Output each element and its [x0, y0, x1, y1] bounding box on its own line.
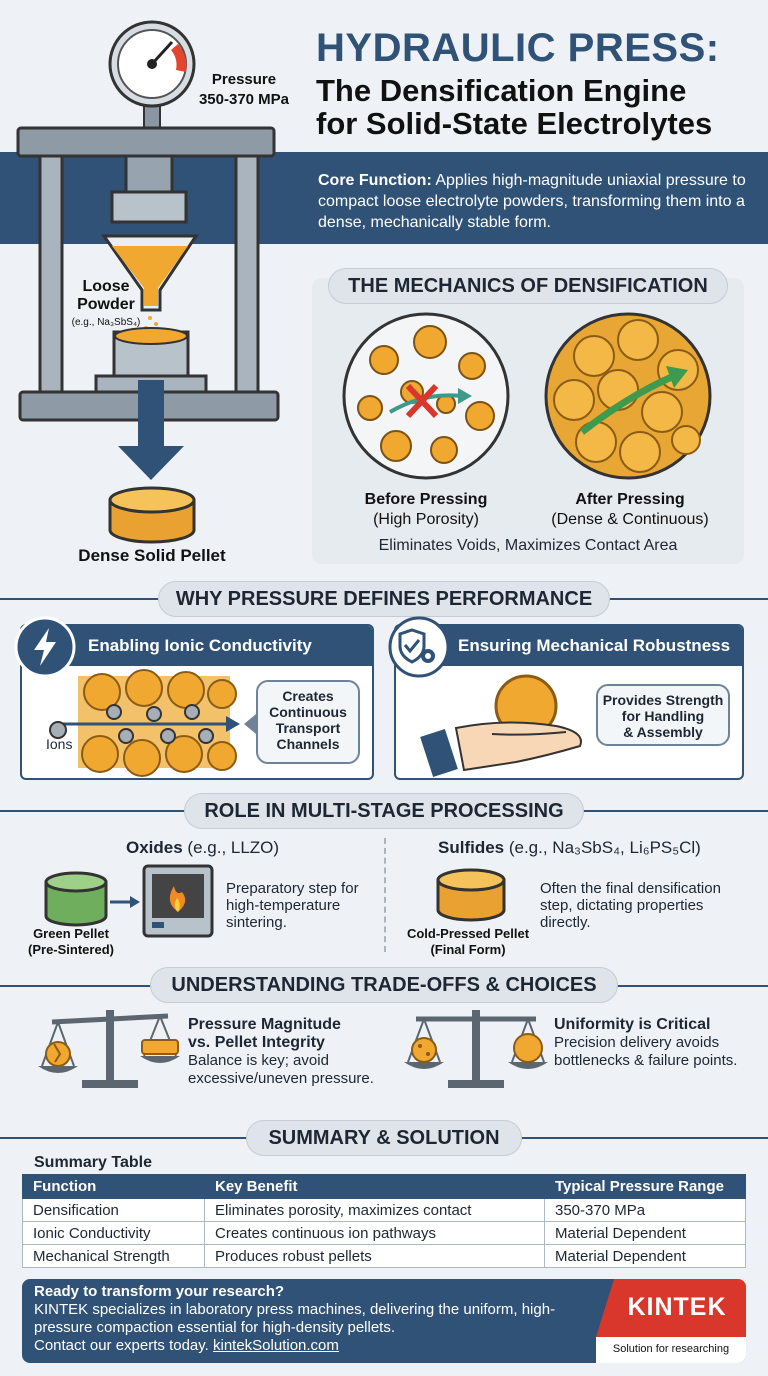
cta-text: Ready to transform your research? KINTEK… [34, 1283, 556, 1354]
hand-holding-pellet-illustration [420, 674, 582, 777]
ion-channel-illustration [49, 669, 256, 777]
shield-gear-icon [388, 616, 450, 678]
mechanical-robustness-title: Ensuring Mechanical Robustness [396, 626, 742, 666]
dense-pellet-icon [108, 486, 196, 544]
performance-heading: WHY PRESSURE DEFINES PERFORMANCE [158, 581, 610, 617]
table-cell: Mechanical Strength [22, 1244, 205, 1268]
after-pressing-icon [544, 312, 712, 480]
table-cell: 350-370 MPa [544, 1198, 746, 1222]
summary-heading: SUMMARY & SOLUTION [246, 1120, 522, 1156]
table-row: Mechanical Strength Produces robust pell… [22, 1244, 746, 1268]
table-row: Ionic Conductivity Creates continuous io… [22, 1221, 746, 1245]
sulfides-title: Sulfides (e.g., Na₃SbS₄, Li₆PS₅Cl) [438, 838, 701, 857]
dense-pellet-label: Dense Solid Pellet [78, 546, 226, 565]
balance-scale-icon [38, 1010, 180, 1088]
oxides-title: Oxides (e.g., LLZO) [126, 838, 280, 857]
table-header-row: Function Key Benefit Typical Pressure Ra… [22, 1174, 746, 1199]
core-function-text: Core Function: Applies high-magnitude un… [318, 172, 746, 231]
loose-powder-label: Loose Powder (e.g., Na₃SbS₄) [71, 278, 141, 328]
pressure-label: Pressure 350-370 MPa [198, 71, 290, 108]
column-header: Key Benefit [204, 1174, 545, 1199]
table-cell: Produces robust pellets [204, 1244, 545, 1268]
table-cell: Densification [22, 1198, 205, 1222]
before-pressing-label: Before Pressing (High Porosity) [364, 491, 488, 528]
oxides-process-illustration [44, 864, 214, 938]
pressure-gauge-icon [108, 20, 196, 131]
strength-callout: Provides Strength for Handling & Assembl… [596, 684, 730, 746]
oxides-text: Preparatory step for high-temperature si… [226, 880, 359, 931]
ionic-conductivity-card: Enabling Ionic Conductivity Ions Creates… [20, 624, 374, 780]
table-cell: Ionic Conductivity [22, 1221, 205, 1245]
lightning-icon [14, 616, 76, 678]
table-cell: Material Dependent [544, 1244, 746, 1268]
summary-table: Function Key Benefit Typical Pressure Ra… [22, 1174, 746, 1268]
brand-name: KINTEK [627, 1293, 727, 1321]
summary-table-title: Summary Table [34, 1154, 152, 1171]
table-row: Densification Eliminates porosity, maxim… [22, 1198, 746, 1222]
furnace-icon [142, 864, 214, 938]
website-link[interactable]: kintekSolution.com [212, 1337, 339, 1354]
green-pellet-icon [44, 871, 108, 927]
table-cell: Material Dependent [544, 1221, 746, 1245]
ions-label: Ions [46, 736, 73, 752]
ionic-conductivity-title: Enabling Ionic Conductivity [22, 626, 372, 666]
hydraulic-press-illustration [16, 20, 280, 544]
after-pressing-label: After Pressing (Dense & Continuous) [551, 491, 709, 528]
brand-tagline: Solution for researching [612, 1343, 730, 1355]
uniformity-block: Uniformity is Critical Precision deliver… [554, 1016, 738, 1069]
brand-block: KINTEK Solution for researching [596, 1279, 746, 1363]
sulfides-text: Often the final densification step, dict… [540, 880, 721, 931]
processing-divider [384, 838, 386, 952]
column-header: Function [22, 1174, 205, 1199]
cold-pressed-pellet-icon [436, 868, 506, 922]
mechanics-heading: THE MECHANICS OF DENSIFICATION [328, 268, 728, 304]
processing-heading: ROLE IN MULTI-STAGE PROCESSING [184, 793, 584, 829]
densification-comparison [342, 312, 712, 480]
before-pressing-icon [342, 312, 510, 480]
table-cell: Creates continuous ion pathways [204, 1221, 545, 1245]
balanced-scale-icon [404, 1010, 548, 1088]
pressure-magnitude-block: Pressure Magnitude vs. Pellet Integrity … [188, 1016, 374, 1087]
page-title: HYDRAULIC PRESS: [316, 26, 720, 70]
cold-pressed-label: Cold-Pressed Pellet (Final Form) [406, 926, 530, 957]
column-header: Typical Pressure Range [544, 1174, 746, 1199]
tradeoffs-heading: UNDERSTANDING TRADE-OFFS & CHOICES [150, 967, 618, 1003]
green-pellet-label: Green Pellet (Pre-Sintered) [28, 926, 114, 957]
mechanics-summary: Eliminates Voids, Maximizes Contact Area [378, 537, 678, 554]
page-subtitle: The Densification Engine for Solid-State… [316, 73, 713, 141]
table-cell: Eliminates porosity, maximizes contact [204, 1198, 545, 1222]
cta-banner: Ready to transform your research? KINTEK… [22, 1279, 746, 1363]
mechanical-robustness-card: Ensuring Mechanical Robustness Provides … [394, 624, 744, 780]
kintek-logo-icon [596, 1279, 746, 1337]
transport-channels-callout: Creates Continuous Transport Channels [256, 680, 360, 764]
